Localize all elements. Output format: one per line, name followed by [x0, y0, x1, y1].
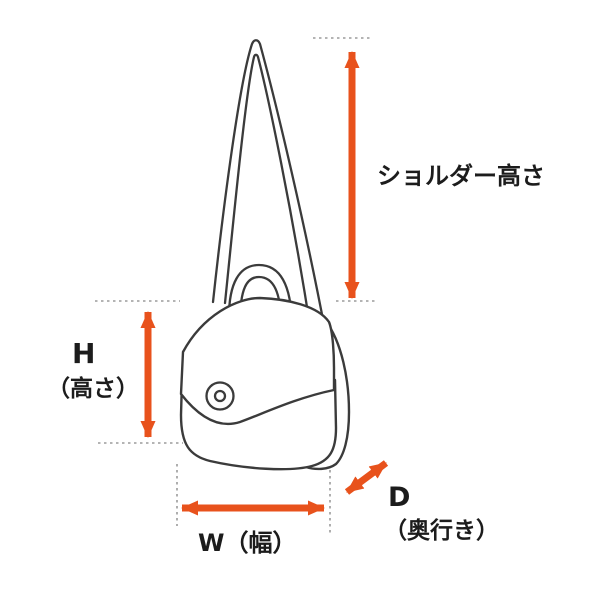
bag-clasp-button-inner	[213, 389, 227, 403]
bag-flap	[179, 296, 336, 425]
depth-label: D	[388, 482, 410, 513]
measurement-labels: ショルダー高さ H （高さ） W（幅） D （奥行き）	[47, 162, 545, 557]
bag-clasp-button-outer	[205, 381, 235, 411]
shoulder-height-label: ショルダー高さ	[377, 162, 545, 190]
height-label: H	[72, 337, 95, 370]
guide-lines	[95, 37, 378, 533]
depth-sublabel: （奥行き）	[384, 517, 499, 544]
height-sublabel: （高さ）	[47, 375, 139, 402]
width-label: W（幅）	[198, 529, 296, 557]
measurement-arrows	[140, 51, 389, 516]
bag-strap-outer	[211, 39, 327, 332]
bag-illustration	[179, 39, 351, 471]
depth-arrow	[344, 460, 389, 495]
bag-handle-outer	[227, 263, 294, 326]
bag-strap-inner	[223, 53, 313, 334]
